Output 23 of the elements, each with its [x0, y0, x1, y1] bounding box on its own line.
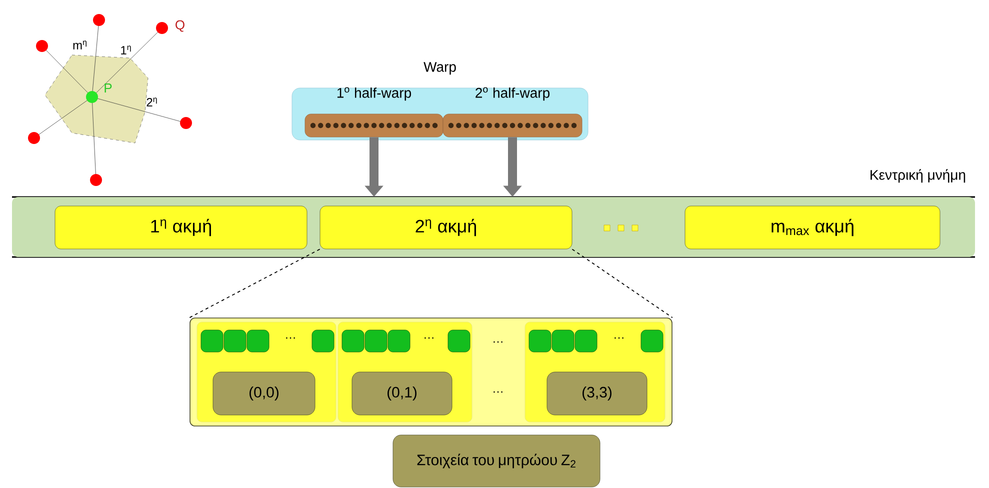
ellipsis: … — [614, 337, 624, 339]
line-label: m$^{η}$ — [73, 40, 86, 50]
heading: 1$^{o}$ half-warp — [337, 87, 411, 101]
matrix-element-box: Στοιχεία του μητρώου Z$_{2}$ — [392, 434, 600, 488]
ellipsis: … — [494, 391, 502, 393]
edge-box: 1$^{η}$ ακμή — [54, 206, 308, 250]
edge-box: 2$^{η}$ ακμή — [320, 206, 572, 250]
ellipsis: … — [494, 341, 502, 343]
heading: Warp — [424, 62, 456, 75]
zoom-line — [572, 248, 673, 318]
ellipsis: … — [424, 337, 434, 339]
matrix-element-box: (0,0) — [212, 372, 316, 416]
edge-box: m$_{max}$ ακμή — [684, 206, 940, 250]
point-label: Q — [176, 20, 184, 32]
zoom-line — [189, 248, 320, 318]
heading: Κεντρική μνήμη — [870, 169, 966, 183]
heading: 2$^{o}$ half-warp — [476, 87, 550, 101]
point-label: P — [104, 84, 112, 92]
matrix-element-box: (3,3) — [546, 372, 648, 416]
ellipsis: … — [286, 337, 295, 339]
line-label: 2$^{η}$ — [146, 98, 157, 106]
matrix-element-box: (0,1) — [352, 372, 452, 416]
line-label: 1$^{η}$ — [121, 46, 131, 54]
